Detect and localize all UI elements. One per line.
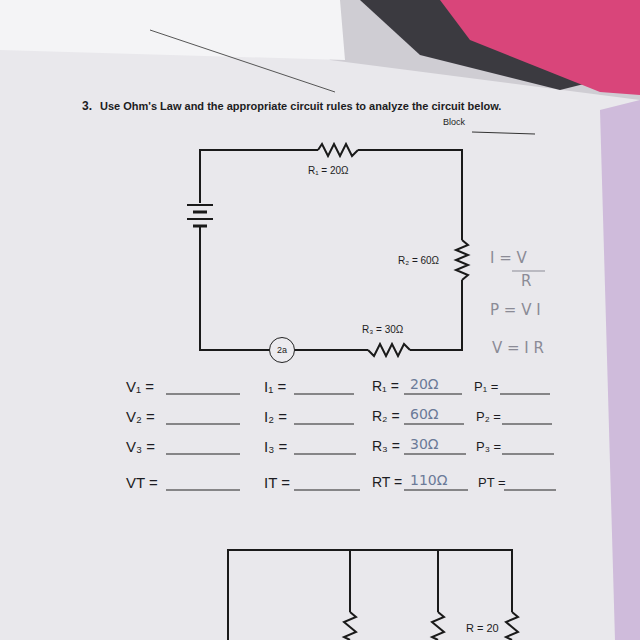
resistor-symbol bbox=[318, 144, 358, 156]
top-paper bbox=[0, 0, 345, 60]
question-number: 3. bbox=[82, 100, 92, 114]
quantity-label: I₃ = bbox=[264, 438, 287, 455]
pink-object bbox=[440, 0, 640, 95]
resistor-label: R₂ = 60Ω bbox=[398, 255, 439, 267]
quantity-label: PT = bbox=[478, 476, 506, 491]
quantity-label: I₁ = bbox=[264, 378, 286, 395]
resistor-symbol bbox=[368, 344, 410, 356]
quantity-label: RT = bbox=[372, 474, 402, 490]
formula: I = V bbox=[490, 250, 527, 267]
name-line bbox=[150, 30, 335, 92]
blank-line bbox=[472, 132, 535, 134]
fraction-bar bbox=[512, 271, 545, 272]
quantity-label: I₂ = bbox=[264, 408, 287, 425]
formula: V = I R bbox=[492, 340, 544, 357]
handwritten-value: 30Ω bbox=[410, 436, 439, 452]
meter-label: 2a bbox=[277, 345, 287, 355]
resistor-label: R = 20 bbox=[466, 622, 499, 635]
formula: R bbox=[521, 273, 531, 290]
battery-symbol bbox=[187, 205, 213, 226]
quantity-label: V₃ = bbox=[126, 438, 155, 455]
quantity-label: V₂ = bbox=[126, 408, 155, 425]
answer-blanks bbox=[166, 394, 556, 490]
quantity-label: IT = bbox=[264, 474, 290, 491]
resistor-label: R₁ = 20Ω bbox=[308, 165, 349, 177]
quantity-label: V₁ = bbox=[126, 378, 154, 395]
quantity-label: R₂ = bbox=[372, 408, 400, 424]
circuit-wires bbox=[200, 144, 468, 356]
field-label: Block bbox=[443, 117, 465, 127]
parallel-circuit bbox=[228, 550, 518, 640]
ammeter-circle: 2a bbox=[269, 337, 295, 363]
quantity-label: P₃ = bbox=[476, 440, 501, 455]
quantity-label: R₃ = bbox=[372, 438, 400, 454]
resistor-label: R₃ = 30Ω bbox=[362, 324, 403, 336]
formula: P = V I bbox=[490, 302, 541, 319]
purple-edge bbox=[600, 100, 640, 640]
quantity-label: P₂ = bbox=[476, 410, 501, 425]
handwritten-value: 60Ω bbox=[410, 406, 439, 422]
handwritten-value: 110Ω bbox=[410, 472, 447, 488]
quantity-label: P₁ = bbox=[474, 380, 498, 395]
quantity-label: R₁ = bbox=[372, 378, 399, 394]
resistor-symbol bbox=[456, 240, 468, 280]
quantity-label: VT = bbox=[126, 474, 158, 491]
handwritten-value: 20Ω bbox=[410, 376, 439, 392]
instruction-text: Use Ohm's Law and the appropriate circui… bbox=[100, 100, 501, 113]
